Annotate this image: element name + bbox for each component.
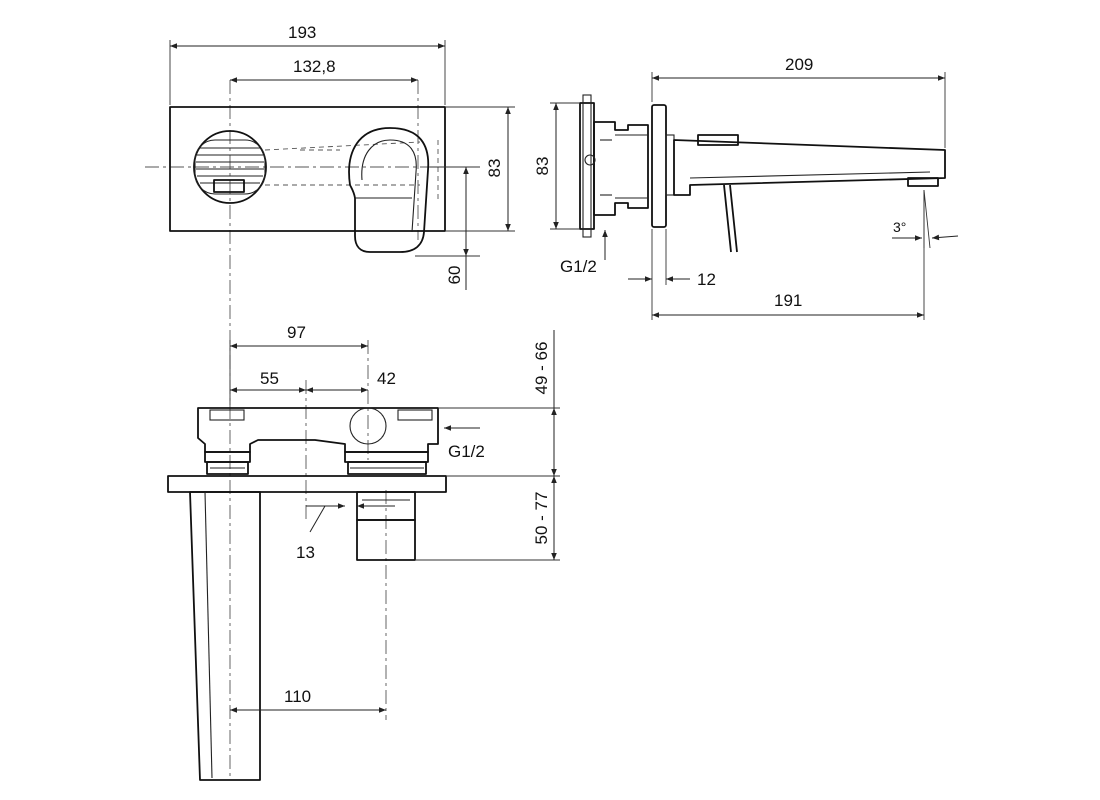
dim-plate-height: 83 xyxy=(485,159,504,178)
dim-spacing-42: 42 xyxy=(377,369,396,388)
front-view: 193 132,8 83 60 xyxy=(145,23,515,780)
cover-plate xyxy=(169,106,446,232)
dim-depth-total: 209 xyxy=(785,55,813,74)
top-view: G1/2 97 55 42 49 - 66 50 - 77 13 110 xyxy=(167,323,560,781)
side-inlet-label: G1/2 xyxy=(560,257,597,276)
dim-spout-reach: 191 xyxy=(774,291,802,310)
dim-spout-angle: 3° xyxy=(893,219,906,235)
spout-top xyxy=(189,491,261,781)
concealed-body xyxy=(197,407,439,453)
dim-hole-spacing: 132,8 xyxy=(293,57,336,76)
dim-spout-length: 110 xyxy=(284,687,311,706)
top-inlet-label: G1/2 xyxy=(448,442,485,461)
side-view: G1/2 209 83 12 191 3° xyxy=(533,55,959,320)
dim-lever-drop: 60 xyxy=(445,266,464,285)
cover-plate-top xyxy=(167,475,447,493)
dim-depth-top: 49 - 66 xyxy=(532,342,551,395)
dim-depth-bottom: 50 - 77 xyxy=(532,492,551,545)
dim-spacing-55: 55 xyxy=(260,369,279,388)
dim-body-height: 83 xyxy=(533,157,552,176)
dim-spacing-97: 97 xyxy=(287,323,306,342)
lever-side xyxy=(697,134,739,146)
spout xyxy=(673,139,946,196)
mixing-body xyxy=(593,121,649,216)
lever-handle xyxy=(348,127,430,253)
diverter-knob xyxy=(193,130,267,204)
dim-width-total: 193 xyxy=(288,23,316,42)
dim-plate-thickness: 12 xyxy=(697,270,716,289)
cover-plate-side xyxy=(651,104,667,228)
dim-gap-13: 13 xyxy=(296,543,315,562)
wall-flange xyxy=(579,102,595,230)
